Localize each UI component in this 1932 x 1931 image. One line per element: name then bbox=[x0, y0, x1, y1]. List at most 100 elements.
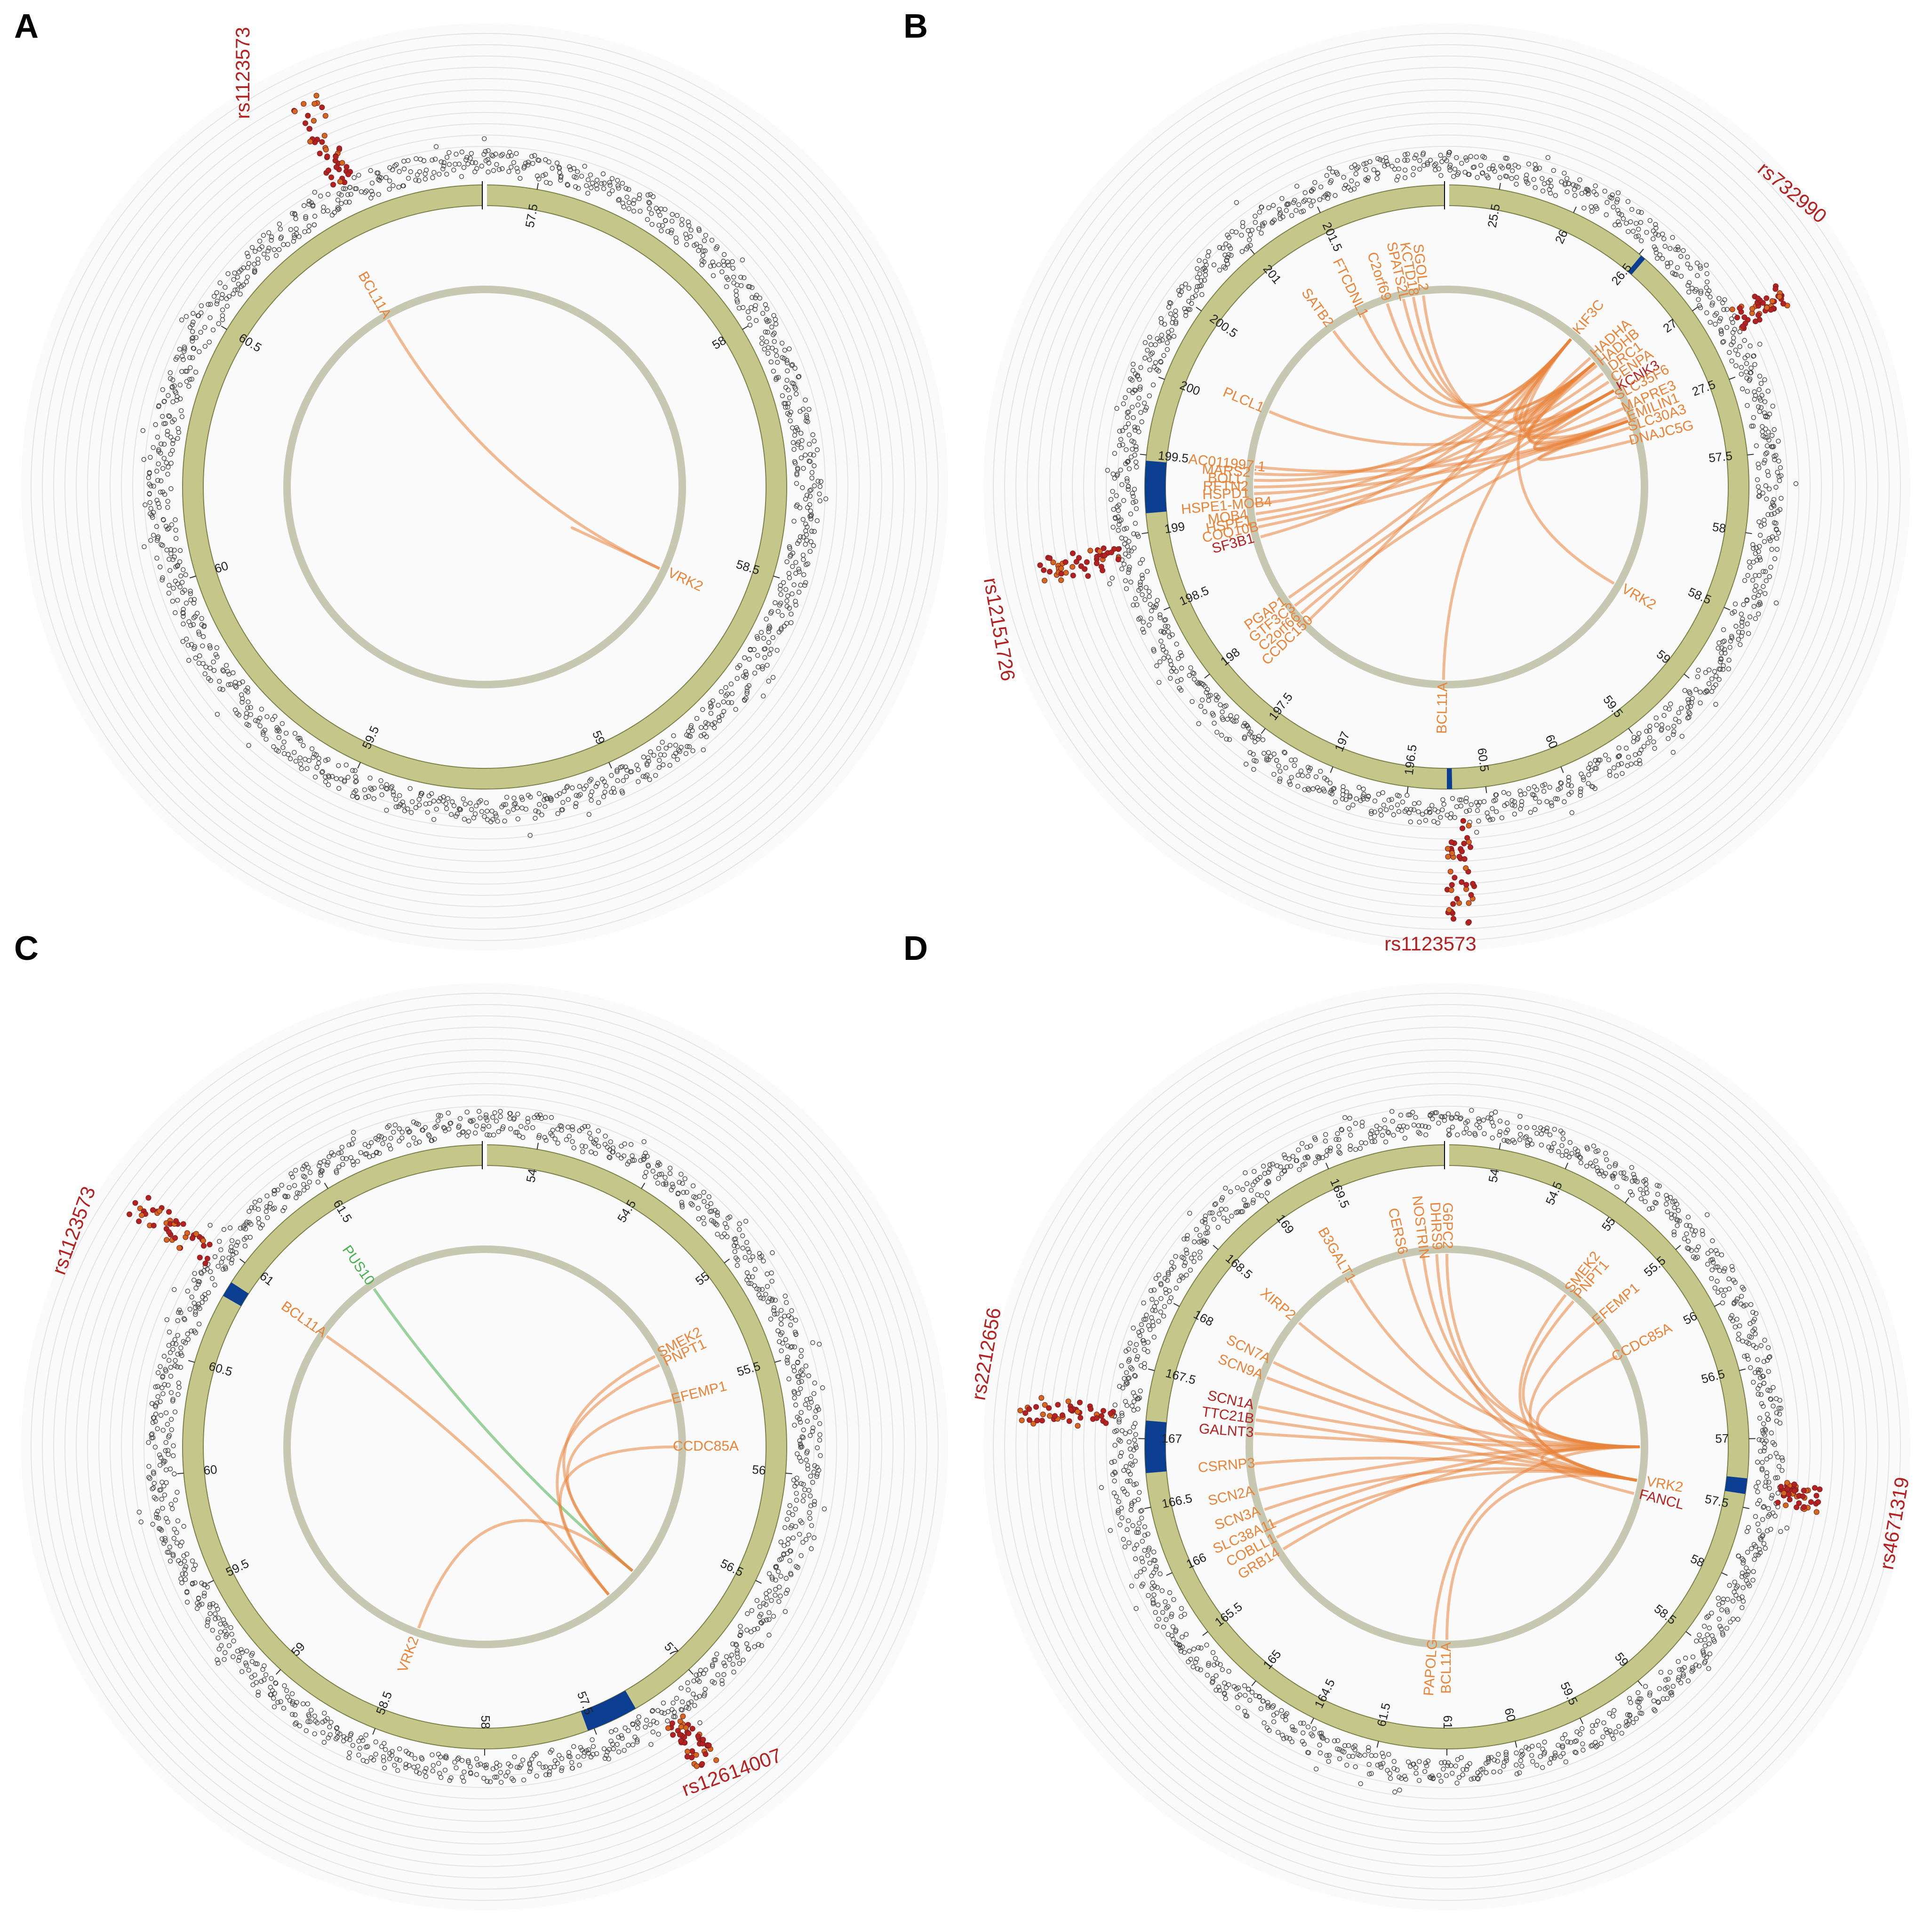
manhattan-point bbox=[1765, 389, 1771, 394]
manhattan-point bbox=[1748, 370, 1753, 375]
manhattan-point bbox=[1497, 175, 1502, 180]
manhattan-point bbox=[160, 577, 165, 582]
manhattan-point bbox=[179, 414, 185, 419]
manhattan-point bbox=[1408, 806, 1413, 812]
manhattan-point bbox=[1224, 736, 1229, 742]
manhattan-point bbox=[220, 292, 225, 297]
manhattan-point bbox=[206, 302, 211, 307]
manhattan-point bbox=[394, 162, 399, 167]
manhattan-point bbox=[160, 414, 165, 419]
manhattan-point bbox=[376, 192, 381, 197]
manhattan-point bbox=[1742, 578, 1748, 583]
manhattan-point bbox=[807, 459, 813, 464]
manhattan-point bbox=[1742, 338, 1747, 343]
manhattan-point bbox=[173, 527, 178, 533]
significant-point bbox=[322, 113, 328, 119]
manhattan-point bbox=[506, 169, 511, 174]
manhattan-point bbox=[423, 176, 428, 182]
significant-point bbox=[1098, 564, 1104, 570]
manhattan-point bbox=[408, 169, 413, 175]
manhattan-point bbox=[1756, 494, 1762, 499]
manhattan-point bbox=[1295, 783, 1301, 789]
manhattan-point bbox=[1634, 221, 1639, 226]
manhattan-point bbox=[217, 280, 223, 286]
manhattan-point bbox=[1315, 785, 1320, 790]
manhattan-point bbox=[782, 401, 788, 406]
manhattan-point bbox=[190, 329, 195, 334]
manhattan-point bbox=[183, 572, 188, 577]
manhattan-point bbox=[784, 621, 790, 626]
manhattan-point bbox=[1637, 750, 1642, 756]
manhattan-point bbox=[1615, 219, 1621, 224]
manhattan-point bbox=[723, 685, 728, 690]
manhattan-point bbox=[794, 481, 799, 486]
manhattan-point bbox=[673, 742, 679, 748]
manhattan-point bbox=[1341, 784, 1346, 790]
manhattan-point bbox=[621, 778, 626, 783]
manhattan-point bbox=[170, 377, 176, 383]
manhattan-point bbox=[1665, 264, 1670, 269]
manhattan-point bbox=[1756, 404, 1761, 409]
manhattan-point bbox=[660, 223, 665, 228]
significant-point bbox=[136, 1218, 142, 1224]
manhattan-point bbox=[1733, 347, 1738, 353]
manhattan-point bbox=[1517, 789, 1523, 794]
manhattan-point bbox=[1716, 677, 1722, 682]
manhattan-point bbox=[640, 774, 646, 779]
manhattan-point bbox=[303, 214, 308, 219]
manhattan-point bbox=[679, 217, 685, 222]
manhattan-point bbox=[1220, 715, 1225, 720]
manhattan-points bbox=[140, 136, 829, 838]
manhattan-point bbox=[794, 471, 799, 476]
manhattan-point bbox=[199, 616, 204, 621]
manhattan-point bbox=[1420, 812, 1425, 817]
manhattan-point bbox=[1706, 288, 1712, 294]
manhattan-point bbox=[1253, 758, 1259, 764]
manhattan-point bbox=[1452, 167, 1458, 172]
manhattan-point bbox=[1260, 737, 1266, 742]
manhattan-point bbox=[226, 682, 231, 687]
manhattan-point bbox=[1695, 674, 1700, 679]
manhattan-point bbox=[743, 675, 748, 680]
manhattan-point bbox=[1295, 773, 1301, 778]
significant-point bbox=[1468, 892, 1474, 898]
manhattan-point bbox=[810, 432, 815, 438]
manhattan-point bbox=[509, 153, 514, 158]
manhattan-point bbox=[1614, 199, 1620, 205]
manhattan-point bbox=[1773, 520, 1779, 526]
significant-point bbox=[1460, 818, 1466, 824]
manhattan-point bbox=[1756, 593, 1761, 598]
manhattan-point bbox=[1753, 393, 1758, 398]
manhattan-point bbox=[537, 802, 542, 807]
manhattan-point bbox=[519, 805, 525, 811]
manhattan-point bbox=[479, 809, 485, 814]
manhattan-point bbox=[1751, 353, 1756, 359]
manhattan-point bbox=[449, 799, 455, 805]
manhattan-point bbox=[459, 174, 464, 179]
significant-point bbox=[1041, 567, 1047, 573]
manhattan-point bbox=[1499, 815, 1505, 821]
manhattan-point bbox=[1251, 766, 1256, 772]
manhattan-point bbox=[1518, 792, 1524, 798]
manhattan-point bbox=[798, 455, 804, 461]
significant-point bbox=[1046, 569, 1053, 575]
manhattan-point bbox=[1366, 794, 1371, 799]
manhattan-point bbox=[469, 151, 474, 156]
manhattan-point bbox=[1562, 170, 1567, 176]
manhattan-point bbox=[261, 233, 266, 238]
manhattan-point bbox=[525, 162, 531, 168]
manhattan-point bbox=[1305, 774, 1311, 779]
significant-point bbox=[678, 1738, 684, 1744]
manhattan-point bbox=[1716, 296, 1722, 301]
manhattan-point bbox=[184, 636, 189, 642]
grid-ring bbox=[87, 89, 882, 885]
manhattan-point bbox=[293, 758, 299, 764]
manhattan-point bbox=[1771, 503, 1777, 509]
manhattan-point bbox=[190, 322, 195, 327]
manhattan-point bbox=[266, 246, 271, 251]
manhattan-point bbox=[1704, 263, 1709, 268]
manhattan-point bbox=[703, 720, 709, 725]
manhattan-point bbox=[1740, 386, 1745, 391]
manhattan-point bbox=[288, 227, 294, 232]
manhattan-point bbox=[151, 510, 156, 515]
